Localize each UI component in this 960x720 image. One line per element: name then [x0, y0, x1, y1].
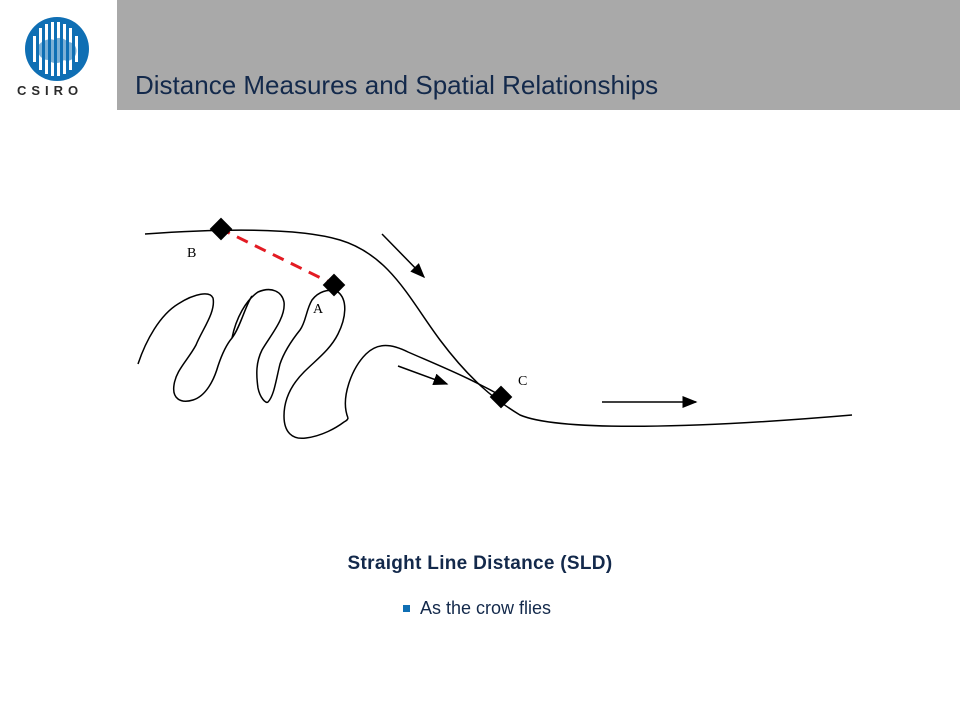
point-c-marker — [489, 385, 513, 409]
coastline-path — [144, 229, 853, 428]
bullet-text: As the crow flies — [420, 597, 552, 618]
logo-text: CSIRO — [17, 83, 84, 98]
inlet-path — [344, 344, 506, 419]
section-heading: Straight Line Distance (SLD) — [347, 553, 613, 574]
slide-title: Distance Measures and Spatial Relationsh… — [135, 70, 659, 100]
straight-line-distance — [218, 226, 334, 286]
point-a-label: A — [313, 302, 324, 317]
square-bullet-icon — [403, 604, 410, 612]
peninsula-shape-2 — [231, 288, 339, 404]
csiro-logo-icon — [25, 17, 89, 81]
point-b-label: B — [187, 246, 196, 261]
peninsula-shape-1 — [137, 293, 253, 402]
title-bar: Distance Measures and Spatial Relationsh… — [117, 0, 960, 110]
point-a-marker — [322, 273, 346, 297]
bullet-item: As the crow flies — [403, 596, 551, 620]
peninsula-shape-3 — [283, 291, 349, 440]
point-b-marker — [209, 217, 233, 241]
point-c-label: C — [518, 374, 527, 389]
flow-arrow-lower — [397, 365, 449, 385]
flow-arrow-upper — [381, 233, 426, 279]
logo: CSIRO — [0, 0, 117, 110]
